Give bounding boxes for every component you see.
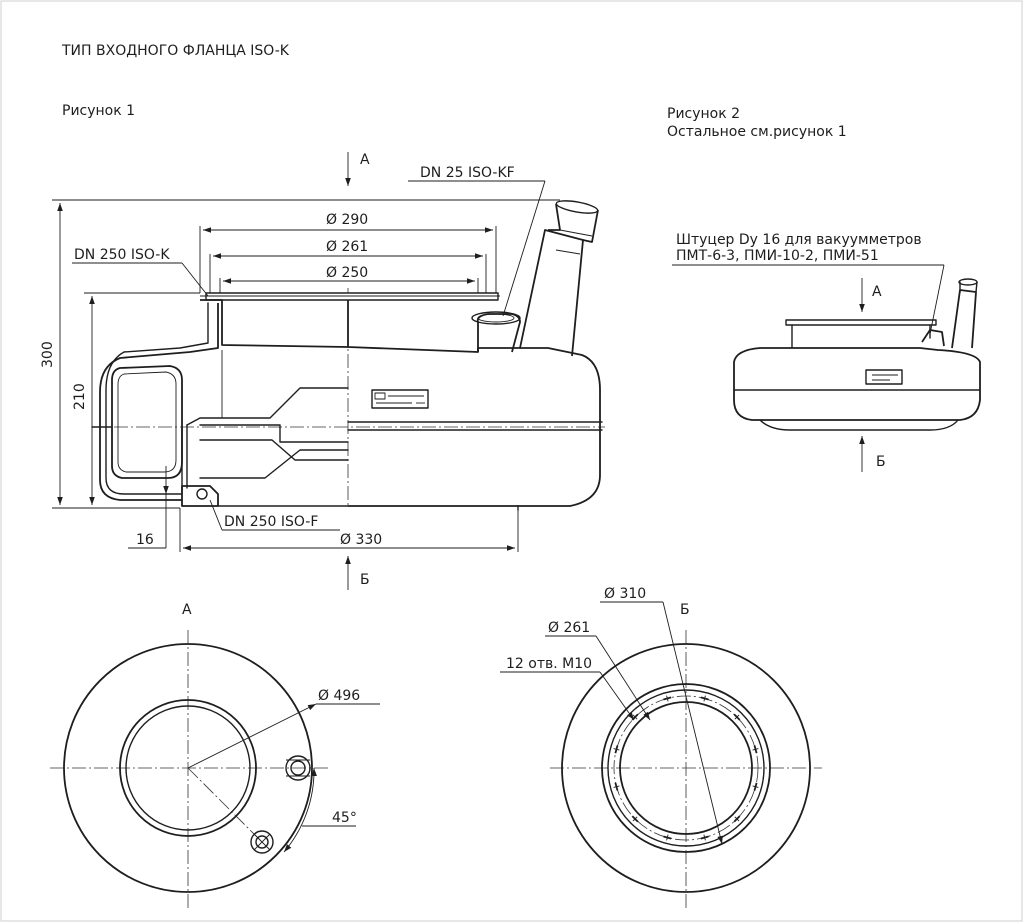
outlet-flange bbox=[181, 485, 219, 507]
view-a-port-inner bbox=[255, 835, 269, 849]
figure2-fitting-dy16 bbox=[921, 329, 945, 347]
baffle-lower bbox=[199, 424, 349, 443]
baffle-mid bbox=[199, 439, 349, 461]
view-a-d496-leader bbox=[187, 703, 317, 769]
fitting-tip-cap bbox=[555, 200, 599, 214]
dn25-label: DN 25 ISO-KF bbox=[420, 165, 515, 181]
figure2-label: Рисунок 2 bbox=[667, 106, 740, 122]
view-a-arrow-label: А bbox=[360, 152, 370, 168]
figure1-side-view bbox=[91, 200, 605, 511]
cryotrap-cartridge bbox=[111, 365, 183, 479]
dn250k-leader bbox=[181, 262, 209, 297]
figure2-fitting-cap bbox=[958, 278, 978, 286]
view-b-d310-label: Ø 310 bbox=[604, 586, 646, 602]
view-b: Б Ø 310 Ø 261 12 отв. М10 bbox=[500, 586, 822, 910]
bolt-hole-tick bbox=[752, 748, 759, 751]
figure2-fitting-tip bbox=[959, 281, 978, 293]
fitting-tube-band bbox=[555, 249, 581, 255]
view-b-holes-label: 12 отв. М10 bbox=[506, 656, 592, 672]
baffle-diag bbox=[199, 449, 349, 479]
view-b-d310-leader bbox=[662, 601, 723, 845]
body-right-outline bbox=[347, 300, 601, 507]
view-b-flange-outer bbox=[601, 683, 771, 853]
figure2-view-b-label: Б bbox=[876, 454, 886, 470]
figure2-note: Остальное см.рисунок 1 bbox=[667, 124, 847, 140]
nameplate bbox=[371, 389, 429, 409]
figure2-fitting-leader bbox=[929, 264, 945, 335]
view-a-port-outer bbox=[250, 830, 274, 854]
figure2-side-view: А Б Штуцер Dy 16 для вакуумметров ПМТ-6-… bbox=[672, 232, 981, 472]
view-b-bolt-holes bbox=[613, 695, 759, 841]
h210-label: 210 bbox=[72, 383, 88, 410]
view-a-flange-circle bbox=[119, 699, 257, 837]
figure2-base bbox=[759, 419, 959, 431]
view-b-d261-label: Ø 261 bbox=[548, 620, 590, 636]
d290-label: Ø 290 bbox=[326, 212, 368, 228]
figure2-fitting-line2: ПМТ-6-3, ПМИ-10-2, ПМИ-51 bbox=[676, 248, 879, 264]
body-left-inner-wall bbox=[105, 302, 209, 495]
figure2-nameplate bbox=[865, 369, 903, 385]
bolt-hole-tick bbox=[703, 834, 706, 841]
view-b-arrow-label: Б bbox=[360, 572, 370, 588]
cryotrap-cartridge-inner bbox=[117, 371, 177, 473]
bolt-hole-tick bbox=[613, 785, 620, 788]
drawing-title: ТИП ВХОДНОГО ФЛАНЦА ISO-K bbox=[61, 43, 290, 59]
kf-port-flange bbox=[471, 311, 521, 325]
view-a-d496-label: Ø 496 bbox=[318, 688, 360, 704]
figure2-fitting-line1: Штуцер Dy 16 для вакуумметров bbox=[676, 232, 922, 248]
inlet-flange bbox=[205, 292, 499, 301]
baffle-upper bbox=[186, 387, 349, 426]
view-a: А Ø 496 45° bbox=[50, 602, 380, 910]
bolt-hole-tick bbox=[703, 695, 706, 702]
figure2-flange bbox=[785, 319, 937, 326]
bolt-hole-tick bbox=[734, 816, 740, 822]
bolt-hole-tick bbox=[734, 714, 740, 720]
view-a-angle-arc bbox=[283, 767, 317, 853]
view-b-outer-circle bbox=[561, 643, 811, 893]
nameplate-logo bbox=[374, 392, 386, 400]
view-b-holes-leader bbox=[599, 671, 635, 721]
dn250k-label: DN 250 ISO-K bbox=[74, 247, 170, 263]
view-b-title: Б bbox=[680, 602, 690, 618]
view-b-d261-leader bbox=[595, 635, 651, 721]
bolt-hole-tick bbox=[666, 834, 669, 841]
fitting-tip-left bbox=[548, 203, 561, 231]
bolt-hole-tick bbox=[666, 695, 669, 702]
kf-port-flange-inner bbox=[477, 313, 515, 323]
dn250f-leader bbox=[209, 499, 223, 531]
h300-label: 300 bbox=[40, 341, 56, 368]
d250-label: Ø 250 bbox=[326, 265, 368, 281]
view-a-port-cross-2 bbox=[253, 833, 271, 851]
view-b-flange-mid bbox=[607, 689, 765, 847]
figure2-view-a-label: А bbox=[872, 284, 882, 300]
figure1-dimensions: А Б DN 25 ISO-KF 300 210 Ø 290 Ø 261 Ø 2… bbox=[40, 152, 560, 590]
fitting-tip-band bbox=[559, 229, 593, 237]
w16-label: 16 bbox=[136, 532, 154, 548]
body-left-outer bbox=[99, 303, 219, 501]
figure2-fitting-tube bbox=[951, 289, 977, 349]
d330-label: Ø 330 bbox=[340, 532, 382, 548]
view-a-title: А bbox=[182, 602, 192, 618]
figure1-label: Рисунок 1 bbox=[62, 103, 135, 119]
dn25-leader bbox=[502, 180, 546, 317]
outlet-flange-bolt bbox=[196, 488, 208, 500]
figure2-body bbox=[733, 347, 981, 421]
fitting-tube bbox=[519, 229, 584, 357]
view-a-flange-inner bbox=[125, 705, 251, 831]
dn250f-label: DN 250 ISO-F bbox=[224, 514, 318, 530]
flange-neck-left bbox=[200, 299, 349, 348]
bolt-hole-tick bbox=[752, 785, 759, 788]
bolt-hole-tick bbox=[613, 748, 620, 751]
fitting-tip-right bbox=[582, 209, 599, 243]
view-a-angle-label: 45° bbox=[332, 810, 357, 826]
d261-label: Ø 261 bbox=[326, 239, 368, 255]
view-a-diagonal-axis bbox=[187, 767, 263, 843]
kf-port-body bbox=[476, 313, 521, 353]
bolt-hole-tick bbox=[632, 816, 638, 822]
view-b-bore bbox=[619, 701, 753, 835]
